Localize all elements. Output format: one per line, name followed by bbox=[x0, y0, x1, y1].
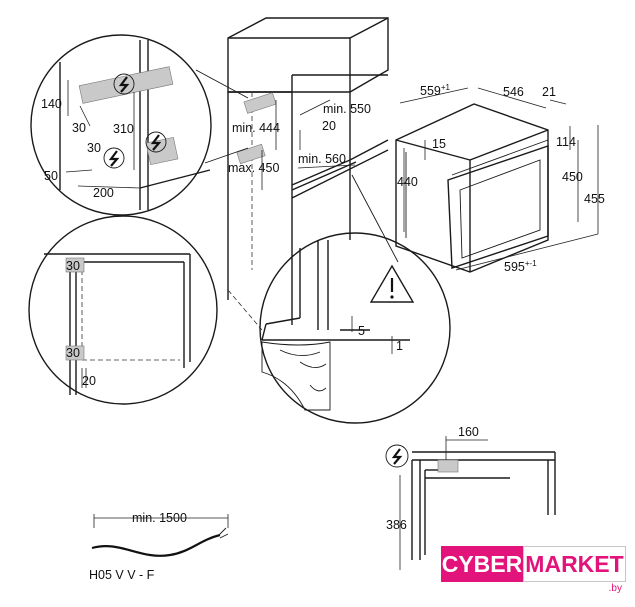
oven-dim-595: 595+-1 bbox=[504, 259, 537, 274]
niche-max-450: max. 450 bbox=[228, 161, 279, 175]
oven-dim-440: 440 bbox=[397, 175, 418, 189]
dim-50: 50 bbox=[44, 169, 58, 183]
oven-dim-546: 546 bbox=[503, 85, 524, 99]
niche-min-560: min. 560 bbox=[298, 152, 346, 166]
dim-140: 140 bbox=[41, 97, 62, 111]
dim-30a: 30 bbox=[72, 121, 86, 135]
side-section: 160 386 bbox=[385, 425, 556, 570]
cable-type: H05 V V - F bbox=[89, 568, 155, 582]
oven-dim-114: 114 bbox=[556, 135, 576, 149]
logo-tld: .by bbox=[608, 583, 622, 594]
cybermarket-logo: CYBER MARKET .by bbox=[441, 546, 626, 594]
oven-dim-450: 450 bbox=[562, 170, 583, 184]
power-cable: min. 1500 H05 V V - F bbox=[89, 511, 229, 582]
exclamation-triangle-icon bbox=[369, 264, 415, 303]
dim-5: 5 bbox=[358, 324, 365, 338]
detail-circle-top: 140 30 310 30 50 200 bbox=[30, 34, 249, 216]
cabinet-niche bbox=[227, 17, 389, 331]
dim-310: 310 bbox=[113, 122, 134, 136]
niche-min-444: min. 444 bbox=[232, 121, 280, 135]
detail-circle-bottom: 5 1 bbox=[259, 174, 451, 424]
lightning-bolt-icon bbox=[118, 76, 130, 93]
detail-circle-left: 30 30 20 bbox=[28, 215, 218, 405]
logo-cyber: CYBER bbox=[441, 546, 523, 582]
dim-200: 200 bbox=[93, 186, 114, 200]
oven-drawing bbox=[395, 103, 549, 273]
dim-30-top: 30 bbox=[66, 259, 80, 273]
oven-dim-559: 559+1 bbox=[420, 83, 451, 98]
oven-dim-455: 455 bbox=[584, 192, 605, 206]
dim-30-bottom: 30 bbox=[66, 346, 80, 360]
oven-dim-21: 21 bbox=[542, 85, 556, 99]
niche-dimensions: min. 444 max. 450 min. 550 20 min. 560 bbox=[228, 99, 371, 190]
cable-min-1500: min. 1500 bbox=[132, 511, 187, 525]
side-dim-386: 386 bbox=[386, 518, 407, 532]
dim-20: 20 bbox=[82, 374, 96, 388]
side-dim-160: 160 bbox=[458, 425, 479, 439]
dim-1: 1 bbox=[396, 339, 403, 353]
logo-market: MARKET bbox=[523, 546, 626, 582]
dim-30b: 30 bbox=[87, 141, 101, 155]
niche-20: 20 bbox=[322, 119, 336, 133]
niche-min-550: min. 550 bbox=[323, 102, 371, 116]
oven-dim-15: 15 bbox=[432, 137, 446, 151]
oven-dimensions: 559+1 546 21 15 114 440 450 455 595+-1 bbox=[397, 83, 605, 274]
